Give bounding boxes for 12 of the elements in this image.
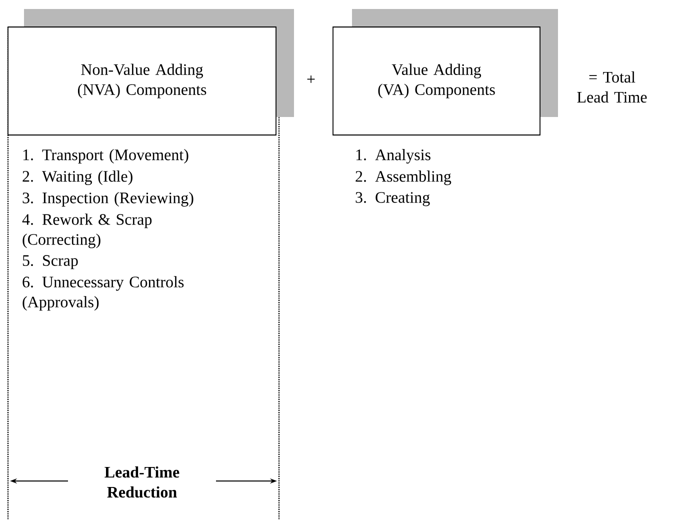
component-box: Value Adding (VA) Components (332, 26, 540, 136)
list-item: 5. Scrap (22, 255, 78, 270)
list-item: 3. Creating (356, 192, 430, 206)
list-item: 3. Inspection (Reviewing) (22, 192, 194, 207)
result-text: = Total Lead Time (577, 71, 647, 103)
list-item: 2. Waiting (Idle) (22, 170, 132, 186)
component-box: Non-Value Adding (NVA) Components (8, 26, 276, 136)
list-item: 4. Rework & Scrap (Correcting) (22, 214, 152, 248)
plus-sign: + (307, 75, 315, 83)
list-item: 6. Unnecessary Controls (Approvals) (22, 276, 184, 311)
dimension-label: Lead-Time Reduction (104, 466, 180, 498)
list-item: 2. Assembling (356, 170, 452, 186)
